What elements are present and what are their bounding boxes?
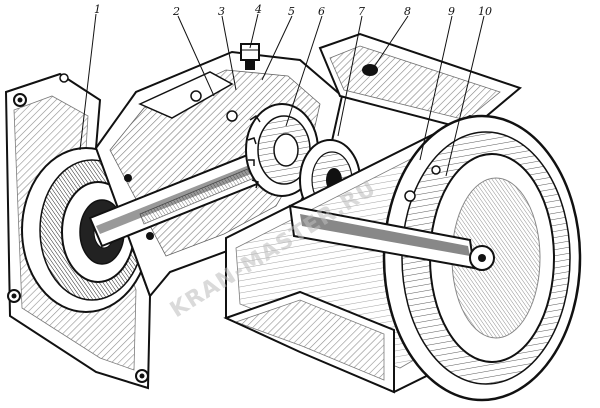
callout-6: 6 <box>318 5 325 18</box>
upper-housing-tube <box>318 32 523 132</box>
callout-8: 8 <box>404 5 411 18</box>
oil-plug <box>240 43 260 70</box>
callout-labels: 1 2 3 4 5 6 7 8 9 10 <box>94 3 492 18</box>
callout-3: 3 <box>218 5 225 18</box>
leader-10 <box>445 15 485 177</box>
callout-5: 5 <box>288 5 295 18</box>
leader-5 <box>261 15 293 81</box>
callout-10: 10 <box>478 5 492 18</box>
callout-1: 1 <box>94 3 101 16</box>
leader-6 <box>285 15 323 127</box>
leader-9 <box>419 15 453 161</box>
leader-lines <box>79 13 485 177</box>
callout-4: 4 <box>254 3 262 16</box>
callout-2: 2 <box>172 5 180 18</box>
fastener-bolts <box>124 90 441 240</box>
output-shaft <box>288 204 495 271</box>
leader-7 <box>337 15 363 137</box>
leader-3 <box>221 15 237 91</box>
callout-7: 7 <box>358 5 365 18</box>
leader-1 <box>79 13 97 151</box>
leader-4 <box>249 13 259 49</box>
callout-9: 9 <box>448 5 455 18</box>
leader-8 <box>371 15 409 71</box>
leader-2 <box>177 15 215 97</box>
lower-bracket <box>223 290 395 394</box>
